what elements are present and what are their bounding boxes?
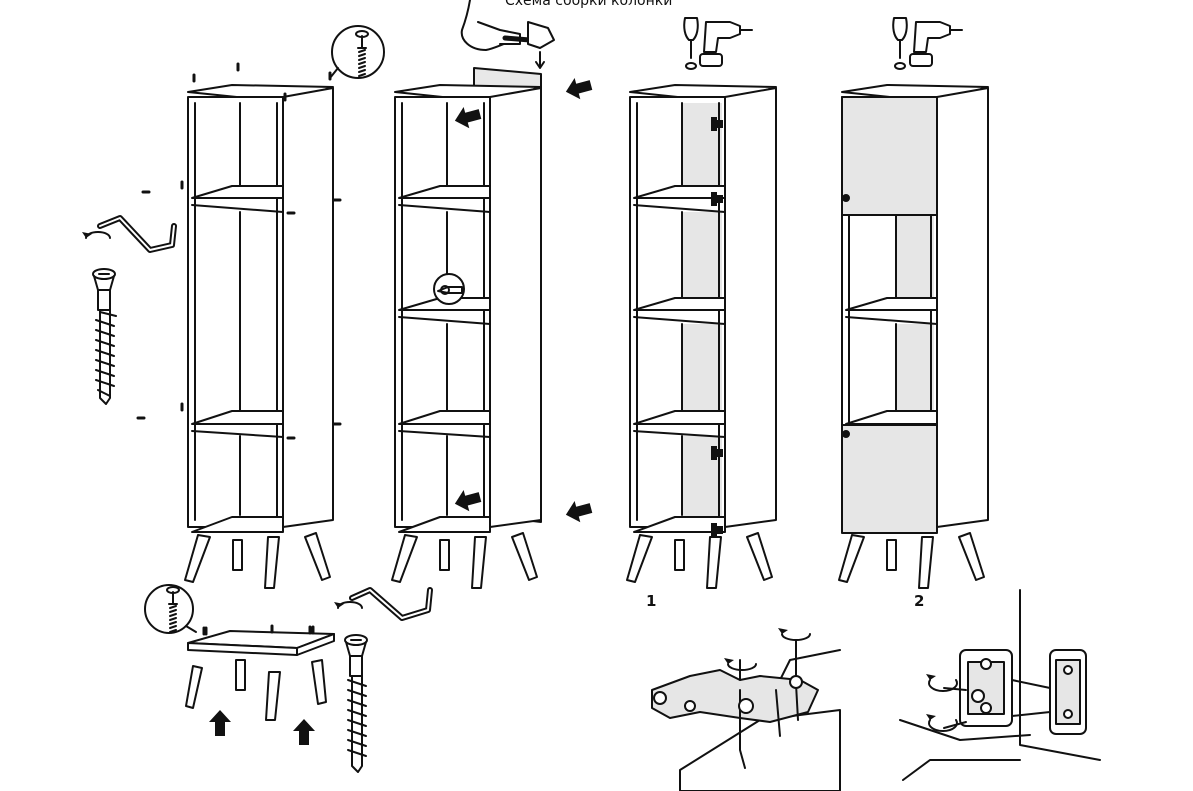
hammer-icon xyxy=(460,0,555,69)
allen-key-icon-2 xyxy=(334,587,433,621)
drill-icon-2 xyxy=(909,21,963,67)
step-label-1: 1 xyxy=(646,592,657,610)
screw-magnifier-icon xyxy=(329,25,385,79)
diagram-title: Схема сборки колонки xyxy=(505,0,673,9)
confirmat-screw-icon-2 xyxy=(344,634,368,773)
cabinet-carcass-step-a xyxy=(136,62,342,589)
allen-key-icon xyxy=(82,215,177,253)
screwdriver-icon xyxy=(683,17,699,70)
drill-icon xyxy=(699,21,753,67)
leg-base-assembly xyxy=(185,624,335,721)
cabinet-doors-step-2 xyxy=(838,84,989,589)
screwdriver-icon-2 xyxy=(892,17,908,70)
step-label-2: 2 xyxy=(914,592,925,610)
cabinet-hinges-step-1 xyxy=(626,84,777,589)
hinge-detail-1 xyxy=(651,633,841,791)
confirmat-screw-icon xyxy=(92,268,117,405)
cabinet-back-panel-step xyxy=(391,67,542,589)
cam-lock-icon xyxy=(433,273,465,305)
rotate-icon xyxy=(724,628,936,720)
screw-magnifier-icon-2 xyxy=(144,584,197,634)
hinge-icon xyxy=(899,589,1101,781)
push-arrow-icon-2 xyxy=(208,709,316,746)
